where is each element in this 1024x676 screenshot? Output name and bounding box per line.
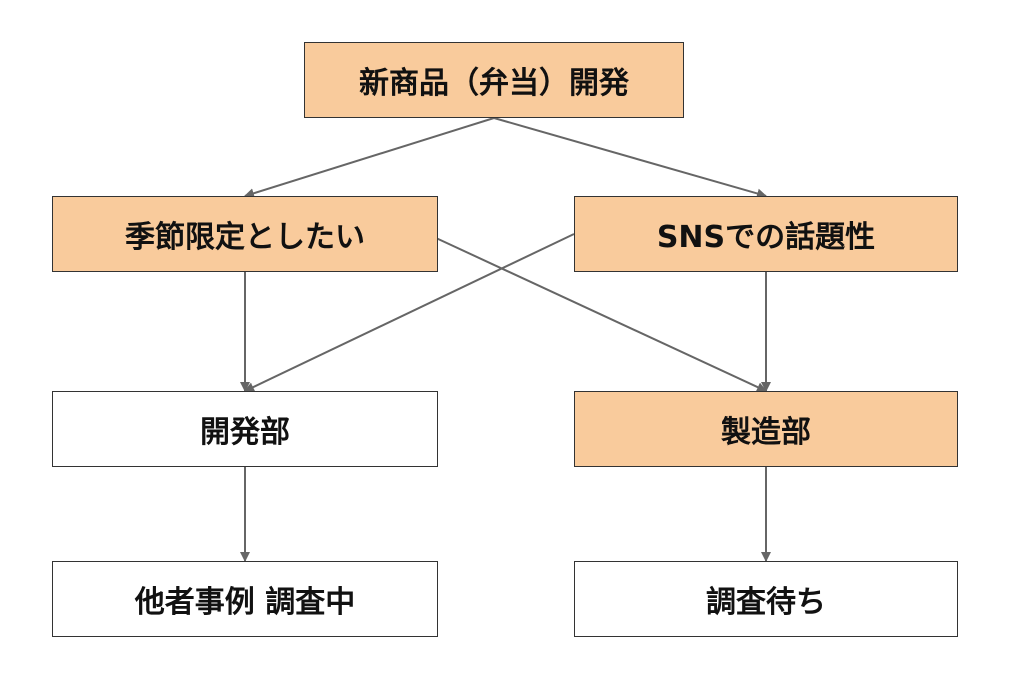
root-node: 新商品（弁当）開発 [304, 42, 684, 118]
edge-left-requirement-to-right-department [435, 237, 767, 392]
left-requirement-node: 季節限定としたい [52, 196, 438, 272]
edge-root-to-right-requirement [493, 117, 767, 199]
right-status-node: 調査待ち [574, 561, 958, 637]
left-department-node: 開発部 [52, 391, 438, 467]
left-status-node: 他者事例 調査中 [52, 561, 438, 637]
edge-root-to-left-requirement [244, 117, 495, 199]
right-requirement-node: SNSでの話題性 [574, 196, 958, 272]
edge-right-requirement-to-left-department [244, 233, 575, 392]
right-department-node: 製造部 [574, 391, 958, 467]
